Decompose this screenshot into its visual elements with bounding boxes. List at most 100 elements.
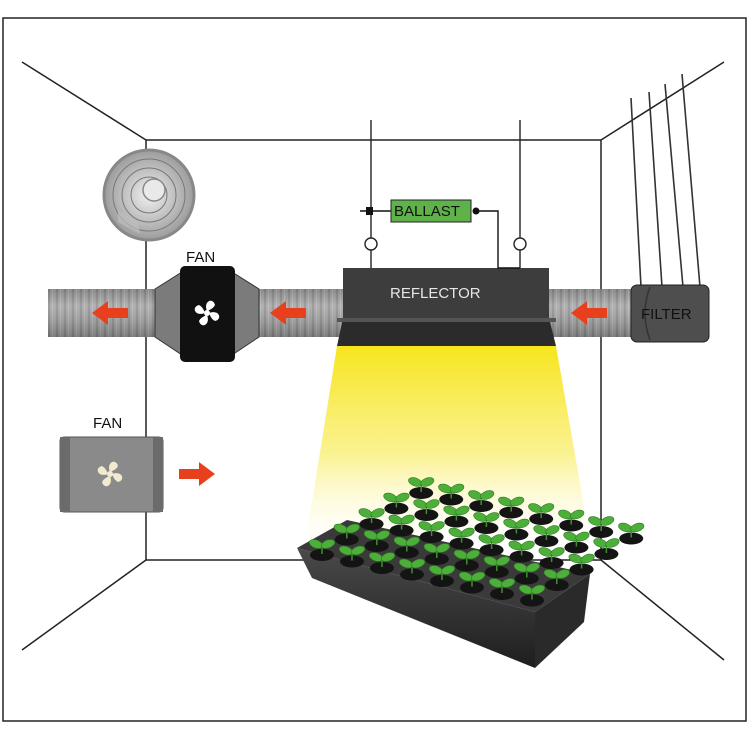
wall-fan-airflow-arrow xyxy=(179,462,215,486)
seedling-icon xyxy=(563,531,590,547)
seedling-icon xyxy=(488,578,516,593)
tray-cell xyxy=(400,568,424,581)
tray-cell xyxy=(504,528,529,541)
tray-cell xyxy=(439,493,464,506)
seedling-icon xyxy=(528,503,555,518)
airflow-arrow-icon xyxy=(92,301,607,325)
filter-hanging-cords xyxy=(630,73,701,288)
seedling-icon xyxy=(508,540,535,556)
seedling-icon xyxy=(413,499,440,514)
tray-cell xyxy=(310,549,334,561)
ballast-label: BALLAST xyxy=(394,203,460,220)
reflector-label: REFLECTOR xyxy=(390,285,481,302)
seedling-icon xyxy=(438,483,465,499)
seedling-icon xyxy=(453,549,480,565)
tray-cell xyxy=(484,566,509,578)
seedling-icon xyxy=(383,492,410,508)
tray-cell xyxy=(340,555,364,568)
tray-cell xyxy=(509,550,534,563)
tray-cell xyxy=(499,506,524,519)
tray-cell xyxy=(389,524,414,537)
tray-cell xyxy=(409,487,434,499)
wall-fan xyxy=(59,436,164,513)
tray-cell xyxy=(384,502,409,515)
tray-cell xyxy=(449,537,474,550)
image-frame xyxy=(2,17,747,722)
filter-label: FILTER xyxy=(641,306,692,323)
seedling-icon xyxy=(423,543,450,558)
seedling-icon xyxy=(388,514,415,530)
tray-cell xyxy=(534,535,559,547)
tray-cell xyxy=(539,557,564,569)
seedling-icon xyxy=(448,527,475,543)
tray-cell xyxy=(394,546,419,559)
seedling-icon xyxy=(593,538,620,553)
seedling-icon xyxy=(368,552,396,567)
seedling-icon xyxy=(543,569,570,584)
seedling-icon xyxy=(408,477,435,492)
tray-cell xyxy=(444,515,469,528)
light-beam xyxy=(306,346,590,540)
carbon-filter xyxy=(630,284,710,343)
tray-cell xyxy=(490,588,514,600)
tray-cell xyxy=(529,513,554,525)
seedling-icon xyxy=(363,530,390,545)
tray-cells xyxy=(310,487,644,607)
seedlings xyxy=(308,477,645,600)
tray-cell xyxy=(454,559,479,572)
tray-cell xyxy=(430,575,454,587)
tray-cell xyxy=(520,594,544,607)
tray-cell xyxy=(370,562,394,574)
tray-cell xyxy=(460,581,484,594)
tray-cell xyxy=(364,540,389,552)
seedling-icon xyxy=(518,584,546,600)
tray-cell xyxy=(589,526,614,538)
tray-cell xyxy=(619,532,644,545)
seedling-icon xyxy=(428,565,456,580)
tray-cell xyxy=(514,572,539,585)
seedling-icon xyxy=(538,547,565,562)
inline-fan-icon xyxy=(194,300,220,326)
seedling-icon xyxy=(533,525,560,540)
ballast-wiring xyxy=(360,210,520,269)
seedling-icon xyxy=(473,512,500,527)
wall-fan-label: FAN xyxy=(93,415,122,432)
seedling-icon xyxy=(568,553,595,569)
seedling-icon xyxy=(558,509,585,525)
ballast-box xyxy=(390,199,472,223)
seedling-icon xyxy=(443,505,470,521)
inline-fan xyxy=(154,266,260,362)
tray-cell xyxy=(359,518,384,530)
tray-cell xyxy=(414,509,439,521)
tray-cell xyxy=(469,500,494,512)
seedling-icon xyxy=(358,508,385,523)
seedling-icon xyxy=(333,523,360,539)
seedling-icon xyxy=(498,496,525,512)
seedling-icon xyxy=(418,521,445,536)
seedling-tray xyxy=(297,477,645,668)
seedling-icon xyxy=(618,522,645,538)
ballast-plugs xyxy=(366,207,480,215)
tray-cell xyxy=(474,522,499,534)
tray-cell xyxy=(594,548,619,560)
tray-cell xyxy=(334,533,359,546)
oscillating-fan-icon xyxy=(102,148,196,242)
seedling-icon xyxy=(308,539,336,554)
seedling-icon xyxy=(458,571,486,587)
seedling-icon xyxy=(588,516,615,531)
seedling-icon xyxy=(503,518,530,534)
wall-fan-icon xyxy=(97,461,123,487)
tray-cell xyxy=(569,563,594,576)
tray-cell xyxy=(424,553,449,565)
tray-cell xyxy=(559,519,584,532)
seedling-icon xyxy=(398,558,426,574)
tray-cell xyxy=(419,531,444,543)
inline-fan-label: FAN xyxy=(186,249,215,266)
tray-cell xyxy=(544,579,569,591)
seedling-icon xyxy=(338,545,366,561)
tray-cell xyxy=(479,544,504,556)
seedling-icon xyxy=(478,534,505,549)
reflector xyxy=(337,268,556,346)
seedling-icon xyxy=(468,490,495,505)
